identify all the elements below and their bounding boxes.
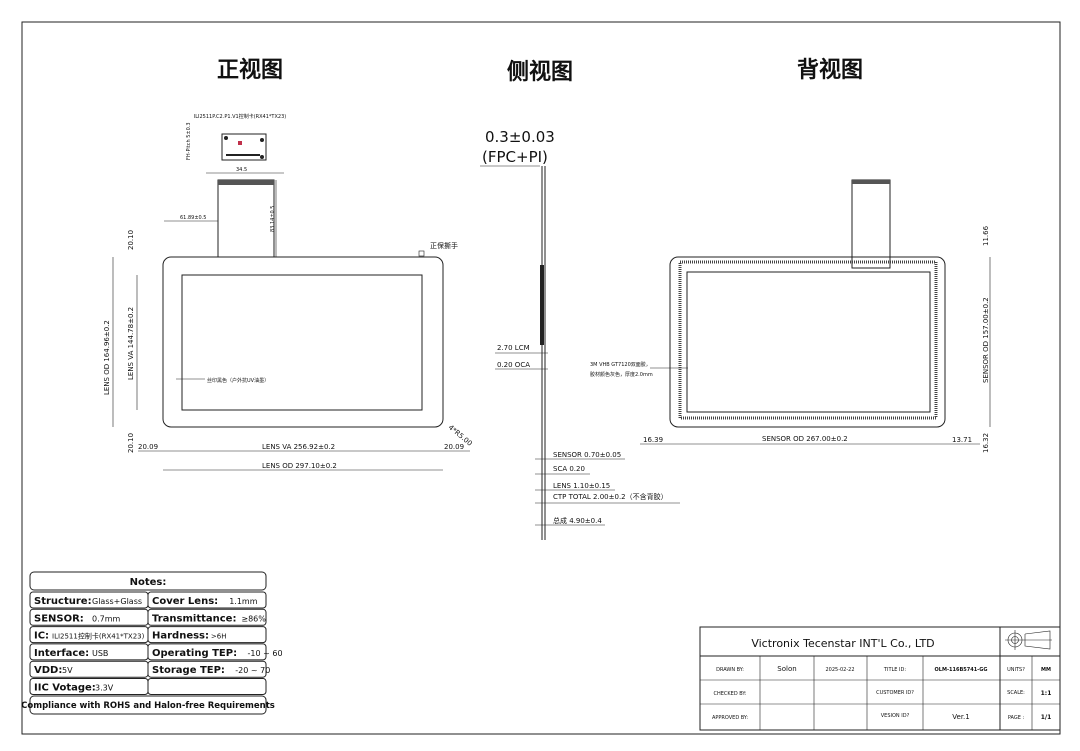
notes-key: Storage TEP: <box>152 665 225 676</box>
notes-value: -20 ~ 70 <box>235 666 270 675</box>
notes-key: Cover Lens: <box>152 596 218 607</box>
back-right-margin-dim: 13.71 <box>952 436 972 444</box>
lens-od-width-dim: LENS OD 297.10±0.2 <box>262 462 337 470</box>
notes-title: Notes: <box>130 577 167 588</box>
lens-od-height-dim: LENS OD 164.96±0.2 <box>103 320 111 395</box>
scale-value: 1:1 <box>1041 690 1052 697</box>
ic-board-label: ILI2511P.C2.P1.V1控制卡(RX41*TX23) <box>194 113 286 120</box>
lens-thickness: LENS 1.10±0.15 <box>553 482 610 490</box>
units-label: UNITS? <box>1007 667 1025 673</box>
tape-note-line2: 胶材颜色灰色，厚度2.0mm <box>590 371 653 378</box>
notes-key: IIC Votage: <box>34 683 96 694</box>
tape-note-line1: 3M VHB GT7120双面胶， <box>590 361 651 368</box>
back-view: 3M VHB GT7120双面胶， 胶材颜色灰色，厚度2.0mm 11.66 S… <box>590 179 991 453</box>
notes-cell <box>147 643 267 661</box>
units-value: MM <box>1041 667 1051 673</box>
notes-table: Notes: Structure:Glass+Glass Cover Lens: 1… <box>21 571 283 715</box>
notes-value: ILI2511控制卡(RX41*TX23) <box>52 632 145 641</box>
notes-value: USB <box>92 649 108 658</box>
notes-key: Hardness: <box>152 631 209 642</box>
viewing-area <box>181 274 423 411</box>
ctp-total-thickness: CTP TOTAL 2.00±0.2（不含背胶） <box>553 492 668 501</box>
company-name: Victronix Tecenstar INT'L Co., LTD <box>751 637 934 650</box>
back-fpc-tail <box>851 179 891 269</box>
notes-cell <box>147 678 267 695</box>
back-lens-outline <box>669 256 946 428</box>
title-id-value: OLM-116B5741-GG <box>935 667 988 673</box>
side-view: 0.3±0.03 (FPC+PI) 2.70 LCM 0.20 OCA SENS… <box>480 128 680 540</box>
back-left-margin-dim: 16.39 <box>643 436 663 444</box>
scale-label: SCALE: <box>1007 690 1025 696</box>
lens-va-width-dim: LENS VA 256.92±0.2 <box>262 443 335 451</box>
notes-key: Operating TEP: <box>152 648 237 659</box>
projection-symbol-icon <box>1005 630 1052 650</box>
sensor-thickness: SENSOR 0.70±0.05 <box>553 451 621 459</box>
side-view-title: 侧视图 <box>507 59 573 85</box>
lens-outline <box>162 256 444 428</box>
page-value: 1/1 <box>1041 714 1052 721</box>
notes-key: SENSOR: <box>34 613 84 624</box>
version-id-label: VESION ID? <box>881 713 910 719</box>
notes-value: 3.3V <box>95 684 114 693</box>
notes-value: 0.7mm <box>92 614 121 623</box>
page-label: PAGE : <box>1008 715 1025 721</box>
notes-value: >6H <box>211 633 227 641</box>
fpc-length-dim: 83.14±0.5 <box>270 206 276 232</box>
notes-cell <box>147 660 267 678</box>
drawn-by-value: Solon <box>777 665 796 673</box>
notes-key: Interface: <box>34 648 89 659</box>
notes-cell <box>147 591 267 609</box>
notes-value: 5V <box>62 666 73 675</box>
notes-value: -10 ~ 60 <box>248 649 283 658</box>
notes-footer: Compliance with ROHS and Halon-free Requ… <box>21 701 275 711</box>
notes-key: Transmittance: <box>152 613 236 624</box>
top-margin-dim: 20.10 <box>127 230 135 250</box>
fh-pitch-dim: FH-Pitch 5±0.3 <box>186 122 192 160</box>
fpc-tail <box>217 179 275 258</box>
fpc-width-dim: 34.5 <box>236 167 247 173</box>
notes-key: IC: <box>34 631 49 642</box>
front-view-title: 正视图 <box>217 57 283 83</box>
silkscreen-note: 丝印黑色（户外抗UV油墨） <box>207 377 269 384</box>
lcm-thickness: 2.70 LCM <box>497 344 530 352</box>
checked-by-label: CHECKED BY: <box>713 691 746 697</box>
adhesive-frame <box>678 260 938 420</box>
back-bottom-margin-dim: 16.32 <box>982 433 990 453</box>
approved-by-label: APPROVED BY: <box>712 715 748 721</box>
title-id-label: TITLE ID: <box>883 667 906 673</box>
sca-thickness: SCA 0.20 <box>553 465 585 473</box>
notes-value: Glass+Glass <box>92 597 142 606</box>
drawn-date: 2025-02-22 <box>825 667 854 673</box>
back-top-margin-dim: 11.66 <box>982 225 990 246</box>
bottom-margin-dim: 20.10 <box>127 433 135 453</box>
front-view: ILI2511P.C2.P1.V1控制卡(RX41*TX23) FH-Pitch… <box>103 113 474 471</box>
back-view-title: 背视图 <box>797 57 863 83</box>
fpc-material-label: (FPC+PI) <box>482 148 548 166</box>
notes-value: ≥86% <box>241 614 266 623</box>
assembly-thickness: 总成 4.90±0.4 <box>553 516 602 525</box>
fpc-offset-dim: 61.89±0.5 <box>180 215 206 221</box>
drawn-by-label: DRAWN BY: <box>716 667 744 673</box>
version-value: Ver.1 <box>952 713 969 721</box>
notes-cell <box>147 626 267 644</box>
sensor-od-width-dim: SENSOR OD 267.00±0.2 <box>762 435 848 443</box>
notes-key: VDD: <box>34 665 62 676</box>
sheet-border <box>21 21 1061 735</box>
notes-key: Structure: <box>34 596 92 607</box>
lens-va-height-dim: LENS VA 144.78±0.2 <box>127 307 135 380</box>
notes-cell <box>147 608 267 626</box>
title-block: Victronix Tecenstar INT'L Co., LTD DRAWN… <box>699 626 1061 731</box>
sensor-od-height-dim: SENSOR OD 157.00±0.2 <box>982 297 990 383</box>
notes-value: 1.1mm <box>229 597 258 606</box>
pull-tab-label: 正保撕手 <box>430 241 458 250</box>
customer-id-label: CUSTOMER ID? <box>876 690 914 696</box>
right-margin-dim: 20.09 <box>444 443 464 451</box>
sensor-area <box>686 271 931 413</box>
controller-board <box>221 133 267 161</box>
left-margin-dim: 20.09 <box>138 443 158 451</box>
fpc-thickness-dim: 0.3±0.03 <box>485 128 555 146</box>
oca-thickness: 0.20 OCA <box>497 361 530 369</box>
